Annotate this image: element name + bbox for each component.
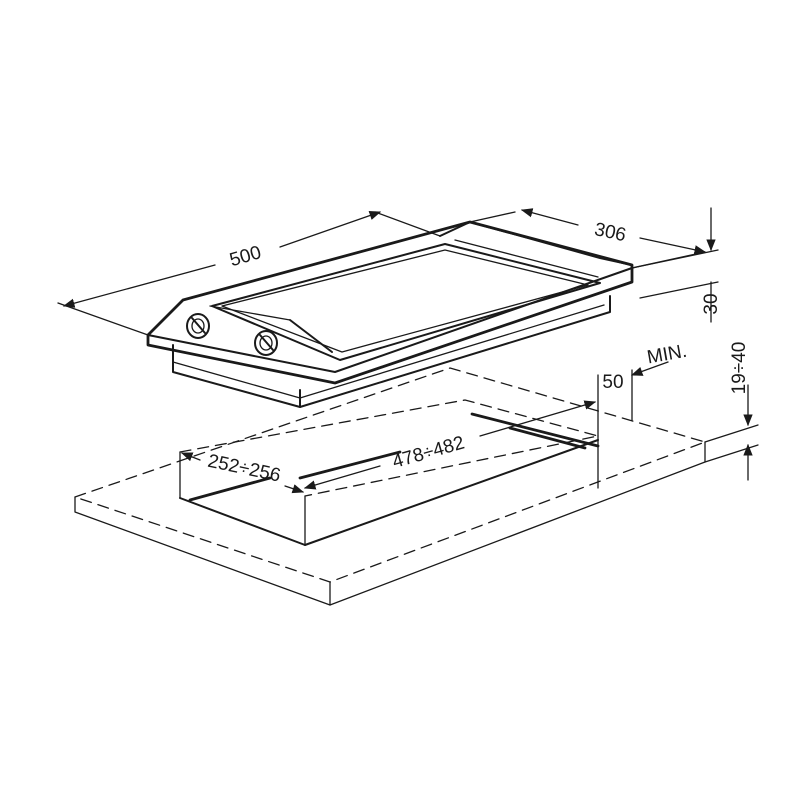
dimension-worktop-thickness: 19÷40 <box>704 342 759 481</box>
dimension-depth-label: 306 <box>592 219 627 246</box>
worktop-cutout <box>179 399 600 546</box>
dimension-height-label: 30 <box>701 293 722 314</box>
dimension-height: 30 <box>631 207 722 323</box>
dimension-cutout-depth-label: 252÷256 <box>206 451 283 487</box>
dimension-cutout-length-label: 478÷482 <box>390 432 467 473</box>
dimension-length-label: 500 <box>227 242 263 271</box>
control-knob-icon <box>186 313 210 339</box>
hob-appliance <box>146 220 634 408</box>
dimension-rear-clearance: 50 MIN. <box>597 341 689 437</box>
dimension-worktop-thickness-label: 19÷40 <box>729 342 750 395</box>
control-knob-icon <box>254 330 278 356</box>
worktop <box>74 367 706 606</box>
dimension-rear-clearance-label: 50 <box>602 372 623 393</box>
dimension-min-label: MIN. <box>645 341 688 369</box>
